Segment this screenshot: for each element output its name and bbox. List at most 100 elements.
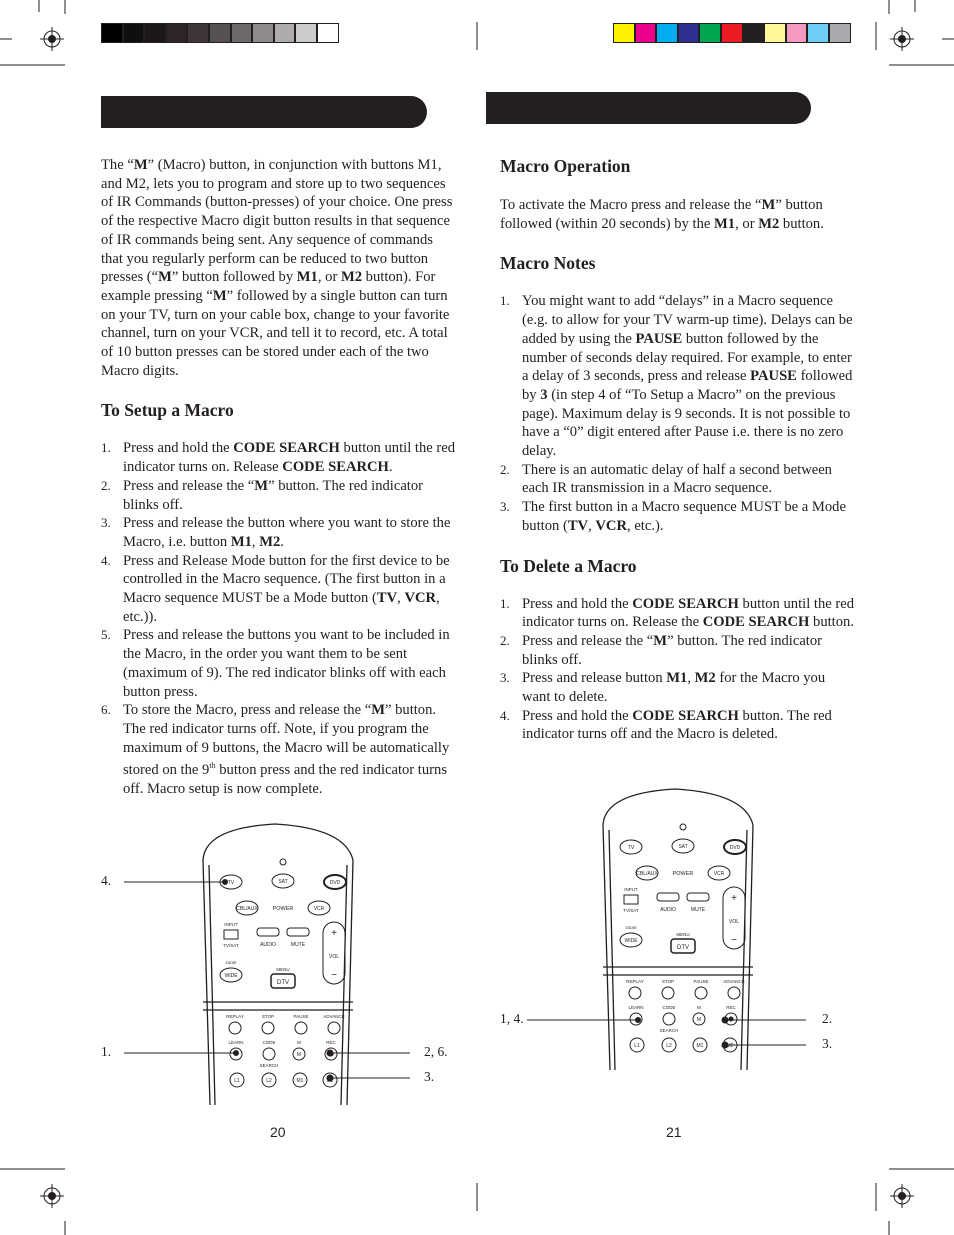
list-item-text: Press and release the “M” button. The re… (123, 477, 424, 513)
stop-button (661, 986, 675, 1000)
color-swatch (742, 23, 765, 43)
list-item-number: 5. (101, 627, 111, 643)
remote-label: MUTE (691, 907, 706, 913)
sat-button (671, 838, 695, 854)
remote-label: VOL (729, 919, 739, 925)
dtv-button (670, 938, 696, 954)
right-column: Macro Operation To activate the Macro pr… (500, 156, 856, 744)
callout-label-1: 1. (101, 1044, 112, 1059)
remote-label: INPUT (224, 922, 238, 927)
remote-label: AUDIO (660, 907, 676, 913)
mute-button (686, 892, 710, 902)
dvd-button (723, 839, 747, 855)
remote-label: + (331, 928, 337, 939)
notes-heading: Macro Notes (500, 253, 596, 274)
color-swatch (317, 23, 339, 43)
remote-label: STOP (262, 1014, 274, 1019)
remote-label: MENU (276, 967, 289, 972)
callout-label-2: 2. (822, 1011, 833, 1026)
remote-label: VOL (329, 954, 339, 960)
remote-label: M (697, 1017, 701, 1023)
remote-label: ADVANCE (723, 979, 744, 984)
delete-steps-list: 1.Press and hold the CODE SEARCH button … (500, 595, 856, 745)
callout-label-1-4: 1, 4. (500, 1011, 524, 1026)
remote-label: PAUSE (694, 979, 709, 984)
code-search-button (662, 1012, 676, 1026)
list-item-text: To store the Macro, press and release th… (123, 702, 450, 797)
list-item-number: 1. (101, 440, 111, 456)
remote-label: + (731, 893, 737, 904)
list-item-text: Press and release the buttons you want t… (123, 627, 450, 700)
m2-button (322, 1072, 338, 1088)
remote-label: L2 (266, 1078, 272, 1084)
color-swatch (807, 23, 829, 43)
list-item-text: Press and release the button where you w… (123, 515, 451, 550)
remote-label: zoom (225, 960, 236, 965)
list-item-text: Press and hold the CODE SEARCH button. T… (522, 707, 832, 743)
list-item-text: The first button in a Macro sequence MUS… (522, 499, 846, 534)
remote-label: M (697, 1005, 701, 1010)
list-item-text: You might want to add “delays” in a Macr… (522, 293, 853, 460)
list-item-number: 4. (101, 552, 111, 568)
list-item-number: 2. (500, 461, 510, 477)
remote-label: SEARCH (660, 1028, 679, 1033)
code-search-button (262, 1047, 276, 1061)
registration-mark-tr (890, 27, 914, 51)
color-swatch (144, 23, 166, 43)
list-item: 3. The first button in a Macro sequence M… (500, 498, 856, 535)
remote-label: CODE (262, 1040, 275, 1045)
sat-button (271, 873, 295, 889)
color-swatch (209, 23, 231, 43)
color-swatch (295, 23, 317, 43)
list-item-text: There is an automatic delay of half a se… (522, 461, 832, 497)
registration-mark-bl (40, 1184, 64, 1208)
mute-button (286, 927, 310, 937)
left-column: The “M” (Macro) button, in conjunction w… (101, 156, 457, 799)
list-item-text: Press and hold the CODE SEARCH button un… (123, 440, 456, 476)
color-swatch (699, 23, 721, 43)
replay-button (228, 1021, 242, 1035)
color-swatch (273, 23, 296, 43)
remote-label: LEARN (628, 1005, 643, 1010)
input-button (623, 894, 639, 905)
remote-label: REC (726, 1005, 736, 1010)
color-swatch (634, 23, 657, 43)
remote-label: WIDE (624, 938, 638, 944)
list-item: 6.To store the Macro, press and release … (101, 701, 457, 798)
list-item-text: Press and release the “M” button. The re… (522, 632, 823, 668)
operation-paragraph: To activate the Macro press and release … (500, 197, 824, 232)
remote-label: CBL/AUX (236, 906, 258, 912)
operation-heading: Macro Operation (500, 156, 631, 176)
tv-button (619, 839, 643, 855)
m-button (292, 1047, 306, 1061)
remote-label: POWER (673, 871, 694, 877)
intro-paragraph: The “M” (Macro) button, in conjunction w… (101, 157, 453, 379)
list-item-text: Press and hold the CODE SEARCH button un… (522, 595, 855, 631)
remote-label: TV/SAT (223, 943, 239, 948)
l1-button (629, 1037, 645, 1053)
remote-label: TV (628, 845, 635, 851)
wide-button (619, 932, 643, 948)
remote-label: M2 (727, 1043, 734, 1049)
m1-button (692, 1037, 708, 1053)
list-item-number: 3. (500, 670, 510, 686)
notes-list: 1.You might want to add “delays” in a Ma… (500, 292, 856, 535)
remote-label: DVD (330, 880, 341, 886)
remote-label: INPUT (624, 887, 638, 892)
pause-button (294, 1021, 308, 1035)
list-item-number: 3. (500, 499, 510, 515)
color-swatch (829, 23, 851, 43)
list-item-text: Press and release button M1, M2 for the … (522, 670, 826, 706)
dvd-button (323, 874, 347, 890)
remote-label: POWER (273, 906, 294, 912)
m1-button (292, 1072, 308, 1088)
volume-rocker (322, 921, 346, 985)
page-number-right: 21 (666, 1124, 682, 1140)
remote-label: STOP (662, 979, 674, 984)
remote-label: SAT (278, 879, 287, 885)
remote-label: M (297, 1040, 301, 1045)
input-button (223, 929, 239, 940)
remote-label: CBL/AUX (636, 871, 658, 877)
